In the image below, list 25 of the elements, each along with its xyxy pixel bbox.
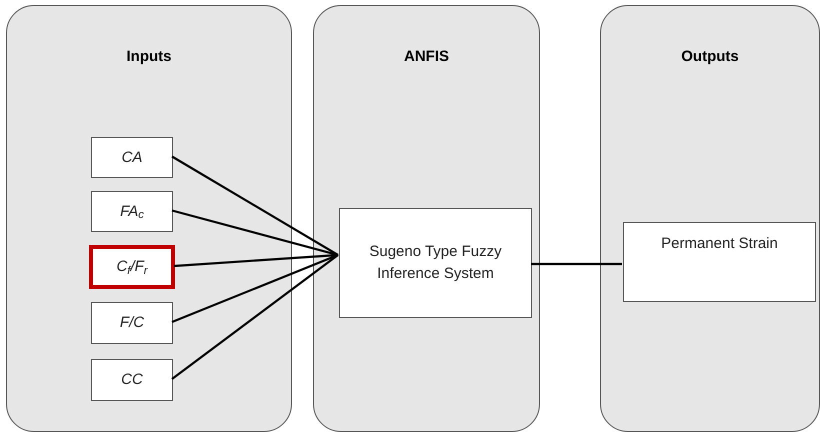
stage-panel [6, 5, 292, 432]
output-box [623, 222, 816, 302]
connector-line [171, 156, 339, 256]
highlighted-input-box [89, 245, 175, 289]
panel-heading: Outputs [680, 47, 740, 67]
process-box [339, 208, 532, 318]
panel-heading: ANFIS [403, 47, 450, 67]
stage-panel [600, 5, 820, 432]
input-box [91, 359, 173, 401]
node-label: Permanent Strain [661, 234, 778, 254]
node-label: Sugeno Type Fuzzy Inference System [368, 242, 503, 284]
connector-line [172, 254, 338, 324]
input-box [91, 191, 173, 232]
node-label: CA [122, 148, 142, 168]
connector-line [531, 262, 622, 266]
connector-line [172, 209, 338, 256]
node-label: CC [121, 370, 143, 390]
node-label: FA$_{c}$ [120, 202, 144, 222]
input-box [91, 137, 173, 178]
node-label: F/C [120, 313, 144, 333]
panel-heading: Inputs [126, 47, 172, 67]
input-box [91, 302, 173, 344]
stage-panel [313, 5, 540, 432]
node-label: C$_{f}$/F$_{r}$ [116, 257, 148, 278]
connector-line [171, 254, 339, 380]
